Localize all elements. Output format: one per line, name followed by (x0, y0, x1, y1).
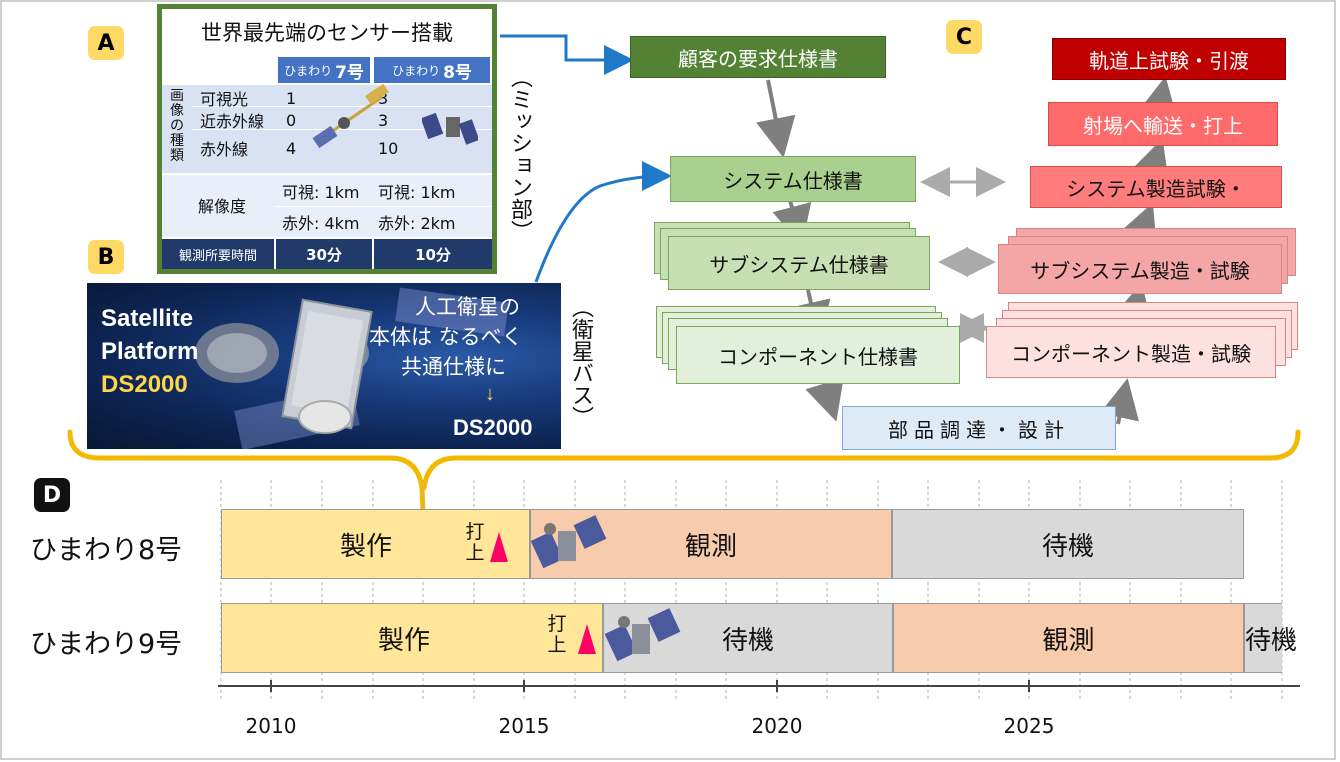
h9-final-standby-segment: 待機 (1244, 603, 1297, 673)
satellite-bus-illustration (195, 287, 509, 449)
himawari9-row-label: ひまわり9号 (30, 629, 183, 660)
year-tick-label: 2020 (751, 714, 803, 738)
h8-manufacture-segment: 製作 (221, 509, 530, 579)
observation-time-h8: 10分 (374, 239, 492, 269)
h8-launch-marker-icon (490, 532, 508, 562)
subsystem-mfg-box: サブシステム製造・試験 (998, 244, 1282, 294)
h9-launch-marker-icon (578, 624, 596, 654)
table-title: 世界最先端のセンサー搭載 (201, 21, 453, 45)
banner-caption-line1: 人工衛星の (415, 295, 520, 319)
system-spec-box: システム仕様書 (670, 156, 916, 202)
observation-time-label: 観測所要時間 (162, 239, 274, 269)
system-mfg-test-box: システム製造試験・ (1030, 166, 1282, 208)
h8-standby-segment: 待機 (892, 509, 1244, 579)
table-row: 可視光 1 3 (200, 88, 389, 110)
himawari8-satellite-icon (422, 112, 478, 145)
h8-satellite-icon (530, 515, 607, 569)
table-row: 可視: 1km 可視: 1km (282, 183, 456, 202)
himawari7-satellite-icon (312, 83, 389, 149)
down-arrow-icon: ↓ (485, 383, 495, 405)
panel-d-badge: D (34, 478, 70, 512)
h9-launch-label: 打上 (547, 613, 567, 656)
satellite-platform-banner: Satellite Platform DS2000 人工衛星の 本体は なるべく… (87, 283, 561, 449)
panel-c-badge: C (946, 20, 982, 54)
banner-caption-line2: 本体は なるべく (369, 325, 523, 349)
year-tick-label: 2025 (1003, 714, 1055, 738)
h9-manufacture-segment: 製作 (221, 603, 603, 673)
resolution-label-row: 解像度 (162, 191, 492, 219)
resolution-label: 解像度 (198, 197, 247, 216)
banner-ds2000-text: DS2000 (101, 371, 188, 398)
subsystem-spec-box: サブシステム仕様書 (668, 236, 930, 290)
group-brace (67, 429, 1301, 541)
observation-time-h7: 30分 (276, 239, 372, 269)
image-type-side-label: 画像の種類 (170, 88, 184, 164)
satellite-bus-caption: （衛星バス） (568, 296, 593, 428)
banner-platform-text: Platform (101, 338, 199, 365)
orbit-test-delivery-box: 軌道上試験・引渡 (1052, 38, 1286, 80)
year-tick-label: 2015 (498, 714, 550, 738)
h8-launch-label: 打上 (465, 521, 485, 564)
table-row: 近赤外線 0 3 (200, 110, 389, 132)
customer-requirements-box: 顧客の要求仕様書 (630, 36, 886, 78)
component-spec-box: コンポーネント仕様書 (676, 326, 960, 384)
component-mfg-box: コンポーネント製造・試験 (986, 326, 1276, 378)
banner-caption-line3: 共通仕様に (401, 355, 506, 379)
launch-transport-box: 射場へ輸送・打上 (1048, 102, 1278, 146)
h9-standby-segment: 待機 (603, 603, 893, 673)
table-row: 赤外: 4km 赤外: 2km (282, 214, 456, 233)
banner-satellite-text: Satellite (101, 305, 194, 332)
himawari8-row-label: ひまわり8号 (30, 535, 183, 566)
banner-ds2000-label: DS2000 (453, 415, 533, 440)
panel-a-badge: A (88, 26, 124, 60)
table-row: 赤外線 4 10 (200, 138, 399, 160)
parts-procurement-box: 部品調達・設計 (842, 406, 1116, 450)
panel-b-badge: B (88, 240, 124, 274)
h9-satellite-icon (604, 608, 681, 662)
mission-part-caption: （ミッション部） (507, 66, 532, 242)
h9-observation-segment: 観測 (893, 603, 1244, 673)
year-tick-label: 2010 (245, 714, 297, 738)
